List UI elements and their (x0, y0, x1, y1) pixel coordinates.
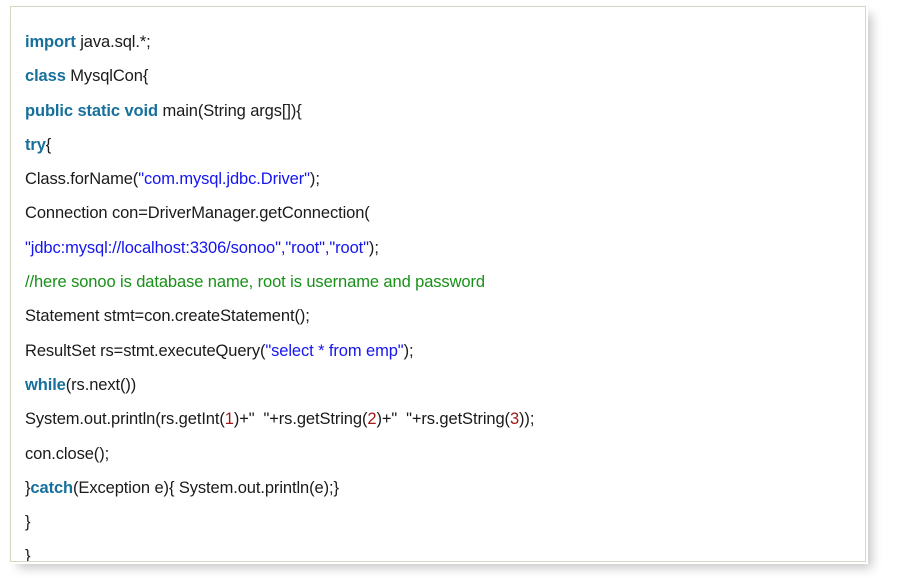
code-token-plain: MysqlCon{ (65, 67, 149, 86)
code-line: //here sonoo is database name, root is u… (25, 265, 865, 299)
code-line: try{ (25, 128, 865, 162)
code-token-plain: Connection con=DriverManager.getConnecti… (25, 204, 370, 223)
code-token-plain: } (25, 513, 31, 532)
code-token-plain: System.out.println(rs.getInt( (25, 410, 225, 429)
code-token-plain: )); (519, 410, 535, 429)
code-line: System.out.println(rs.getInt(1)+" "+rs.g… (25, 402, 865, 436)
code-token-plain: )+" "+rs.getString( (376, 410, 510, 429)
code-line: "jdbc:mysql://localhost:3306/sonoo","roo… (25, 231, 865, 265)
code-token-plain: java.sql.*; (75, 33, 151, 51)
code-line: }catch(Exception e){ System.out.println(… (25, 471, 865, 505)
code-token-plain: con.close(); (25, 444, 110, 463)
code-line: } (25, 505, 865, 539)
code-token-kw: import (25, 33, 76, 51)
code-line: } (25, 539, 865, 562)
code-line: Class.forName("com.mysql.jdbc.Driver"); (25, 162, 865, 196)
code-token-plain: ); (309, 170, 320, 189)
code-line: public static void main(String args[]){ (25, 94, 865, 128)
code-token-kw: while (25, 375, 66, 394)
code-token-num: 1 (224, 410, 234, 429)
code-line: class MysqlCon{ (25, 59, 865, 93)
code-token-kw: try (25, 135, 46, 154)
code-token-num: 3 (509, 410, 520, 429)
code-line: Connection con=DriverManager.getConnecti… (25, 196, 865, 230)
code-token-str: "com.mysql.jdbc.Driver" (138, 170, 310, 189)
code-token-plain: ResultSet rs=stmt.executeQuery( (25, 341, 266, 360)
code-token-plain: } (25, 547, 31, 562)
code-token-plain: ); (368, 238, 379, 257)
code-token-str: "select * from emp" (265, 341, 404, 360)
code-token-kw: public static void (25, 101, 158, 120)
code-line: con.close(); (25, 437, 865, 471)
code-token-plain: } (25, 478, 31, 497)
code-line: ResultSet rs=stmt.executeQuery("select *… (25, 334, 865, 368)
code-token-str: "jdbc:mysql://localhost:3306/sonoo","roo… (25, 238, 369, 257)
code-token-kw: class (25, 67, 66, 86)
code-card: import java.sql.*;class MysqlCon{public … (10, 6, 866, 562)
code-token-plain: (Exception e){ System.out.println(e);} (73, 478, 339, 497)
code-token-num: 2 (367, 410, 377, 429)
code-token-plain: (rs.next()) (65, 375, 137, 394)
code-token-cmt: //here sonoo is database name, root is u… (25, 273, 485, 292)
code-token-kw: catch (30, 478, 74, 497)
code-token-plain: { (45, 135, 52, 154)
code-line: Statement stmt=con.createStatement(); (25, 299, 865, 333)
code-line: import java.sql.*; (25, 25, 865, 59)
code-block[interactable]: import java.sql.*;class MysqlCon{public … (11, 7, 865, 562)
code-line: while(rs.next()) (25, 368, 865, 402)
code-token-plain: ); (403, 341, 414, 360)
code-token-plain: )+" "+rs.getString( (233, 410, 368, 429)
code-token-plain: Class.forName( (25, 170, 139, 189)
code-token-plain: main(String args[]){ (157, 101, 302, 120)
code-token-plain: Statement stmt=con.createStatement(); (25, 307, 310, 326)
